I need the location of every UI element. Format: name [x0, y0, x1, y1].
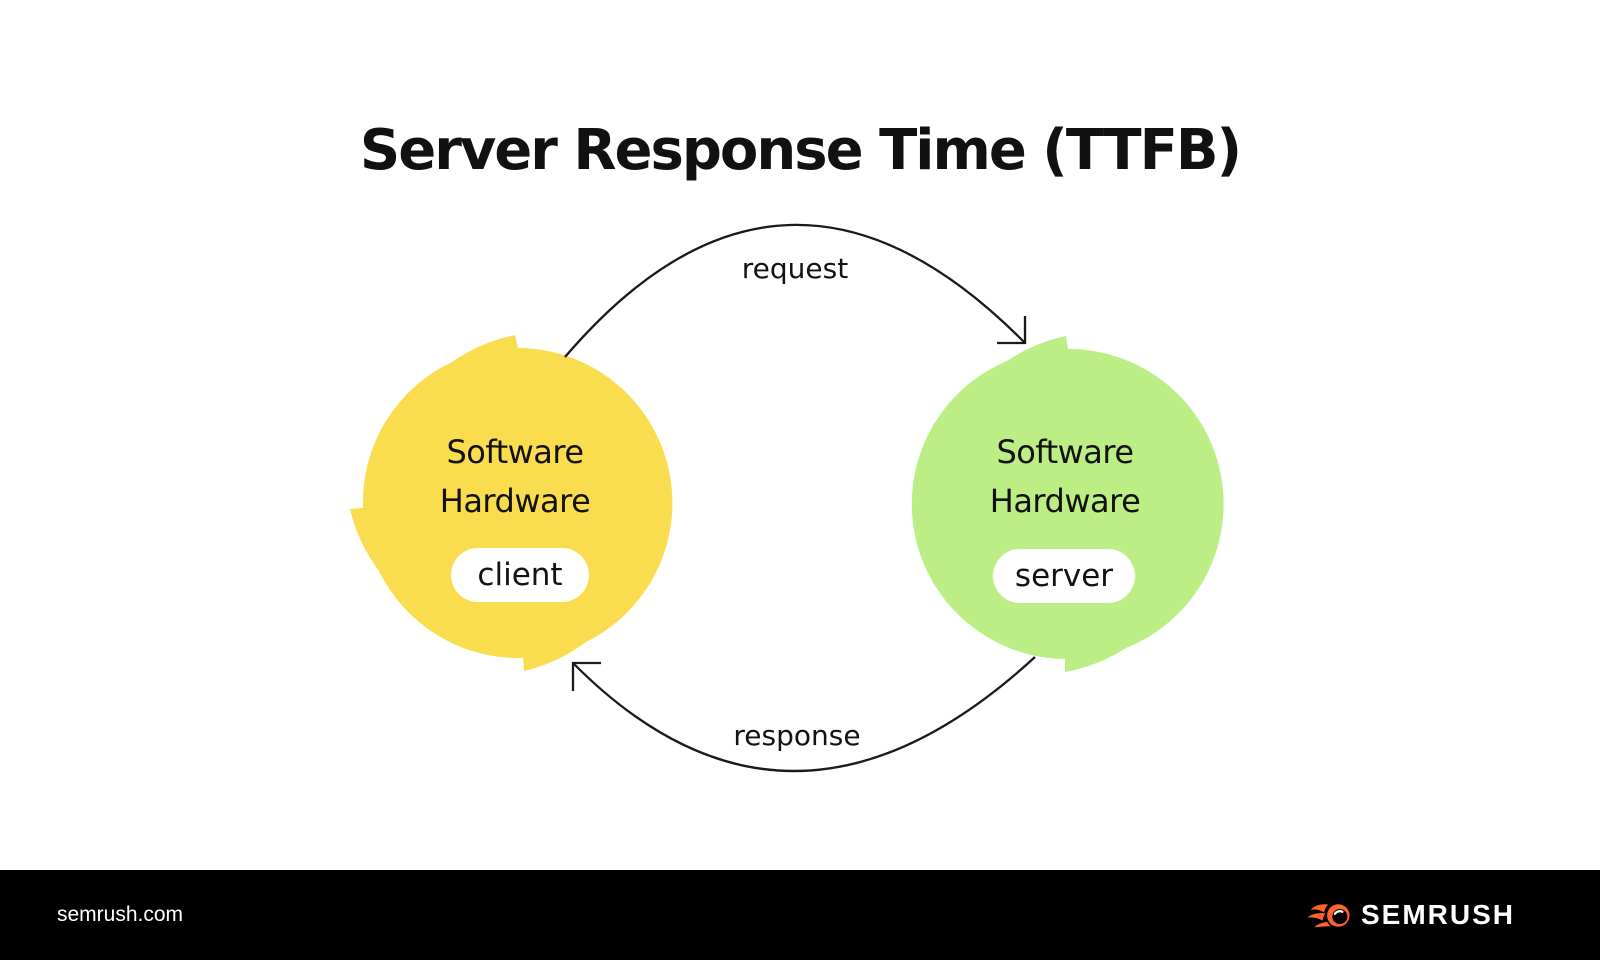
request-arrowhead-icon: [997, 316, 1027, 345]
client-label-line2: Hardware: [439, 482, 591, 520]
request-arrow-label: request: [741, 252, 849, 285]
response-arrow-curve: [572, 656, 1036, 773]
server-circle: [911, 336, 1224, 672]
server-badge: server: [993, 549, 1135, 603]
semrush-logo-text: SEMRUSH: [1360, 899, 1515, 930]
client-badge: client: [451, 548, 589, 602]
page-title: Server Response Time (TTFB): [359, 117, 1242, 183]
site-url: semrush.com: [57, 903, 184, 926]
request-arrow-curve: [564, 223, 1026, 358]
semrush-comet-icon: [1307, 904, 1350, 928]
response-arrowhead-icon: [571, 661, 601, 691]
client-node-label: Software Hardware: [315, 428, 715, 526]
client-label-line1: Software: [446, 433, 584, 471]
footer-bar: semrush.com SEMRUSH: [0, 870, 1600, 960]
semrush-logo: SEMRUSH: [1306, 899, 1515, 931]
server-label-line2: Hardware: [989, 482, 1141, 520]
client-circle: [350, 335, 673, 671]
server-node-label: Software Hardware: [865, 428, 1265, 526]
response-arrow-label: response: [733, 719, 861, 752]
server-label-line1: Software: [996, 433, 1134, 471]
